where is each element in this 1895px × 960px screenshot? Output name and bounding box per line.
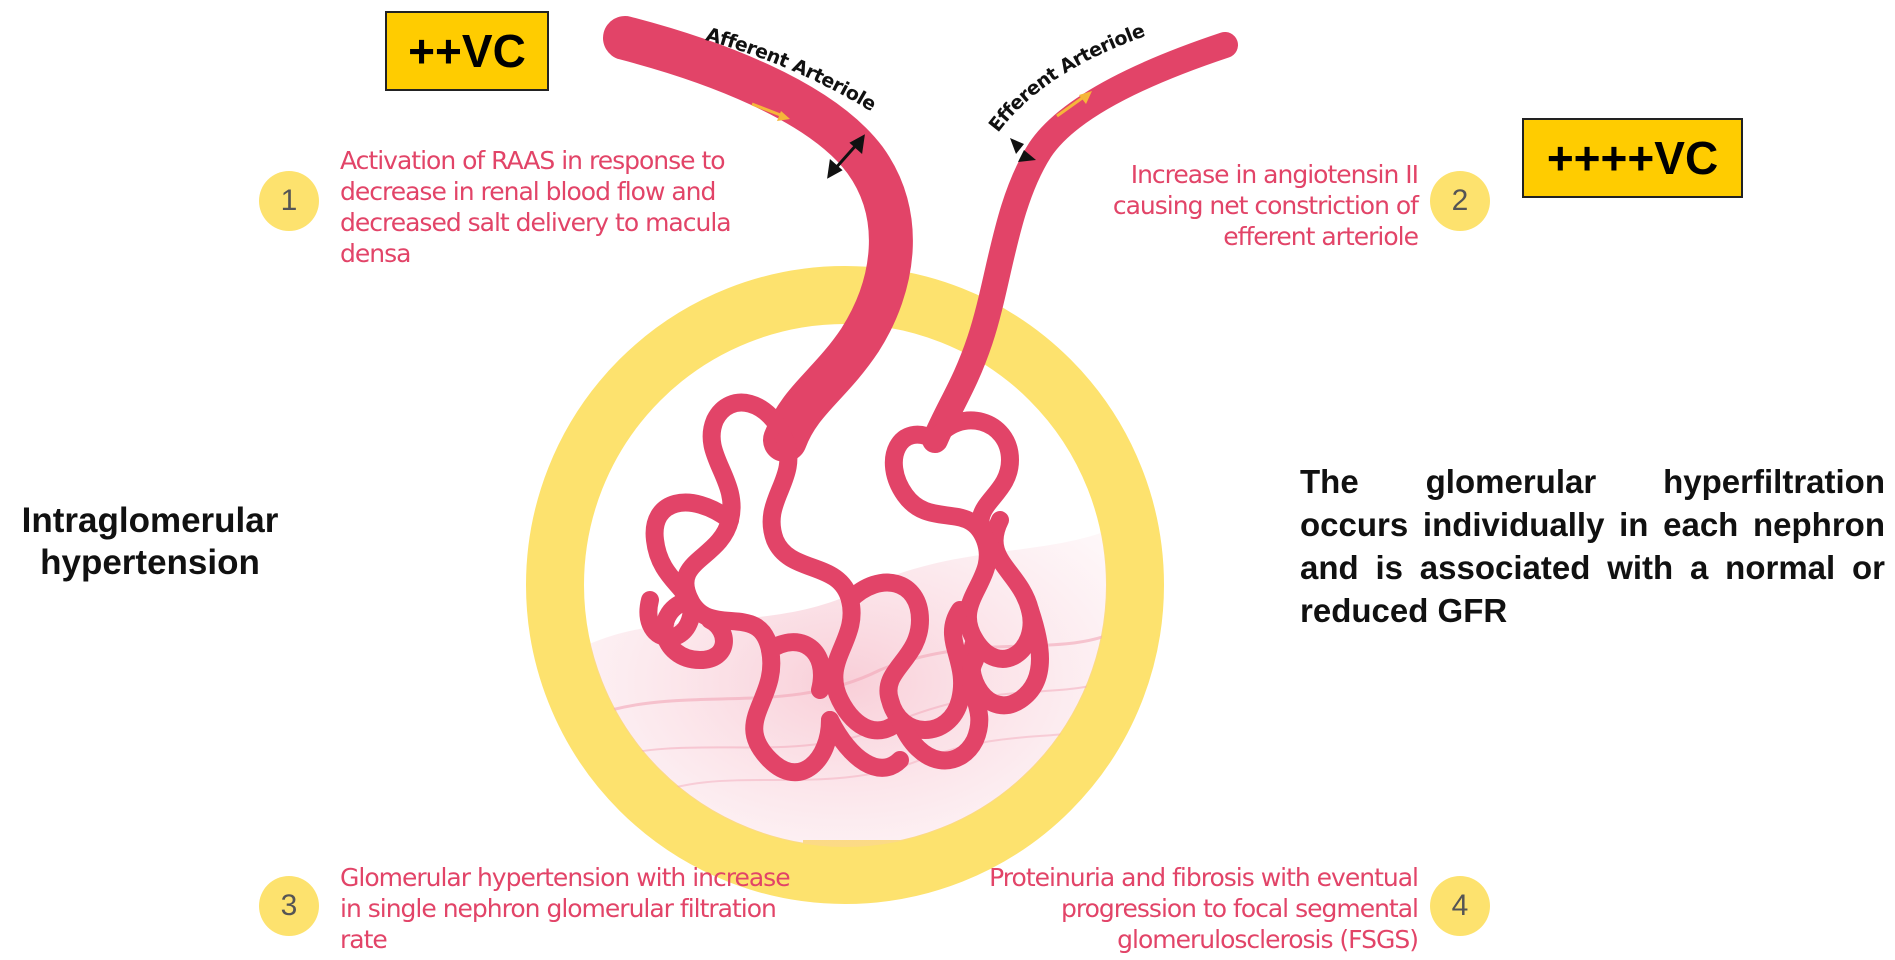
step-4-text: Proteinuria and fibrosis with eventual p…	[968, 862, 1418, 955]
step-1-text: Activation of RAAS in response to decrea…	[340, 145, 740, 269]
efferent-vc-label: ++++VC	[1547, 131, 1718, 185]
step-2-text: Increase in angiotensin II causing net c…	[1098, 159, 1418, 252]
afferent-vc-label: ++VC	[408, 24, 526, 78]
side-title: Intraglomerular hypertension	[5, 500, 295, 584]
step-1-badge: 1	[259, 171, 319, 231]
step-4-badge: 4	[1430, 876, 1490, 936]
step-2-badge: 2	[1430, 171, 1490, 231]
afferent-vc-box: ++VC	[385, 11, 549, 91]
efferent-vc-box: ++++VC	[1522, 118, 1743, 198]
hyperfiltration-description: The glomerular hyperfiltration occurs in…	[1300, 460, 1885, 632]
step-3-badge: 3	[259, 876, 319, 936]
step-3-text: Glomerular hypertension with increase in…	[340, 862, 790, 955]
